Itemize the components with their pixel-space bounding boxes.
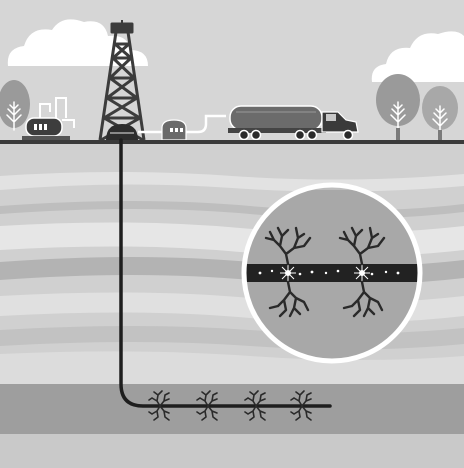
rock-strata (0, 172, 464, 468)
well-bore (119, 138, 332, 408)
tree-icon (376, 74, 420, 140)
storage-tank-icon (22, 97, 75, 140)
oil-derrick-icon (98, 20, 146, 142)
wellhead-icon (106, 124, 138, 140)
storage-tank-icon (138, 114, 226, 141)
inset-pipe (246, 264, 418, 282)
tanker-truck-icon (228, 105, 359, 141)
tree-icon (0, 80, 30, 131)
tree-icon (422, 86, 458, 140)
cloud-icon (371, 31, 464, 82)
ground-line (0, 140, 464, 144)
